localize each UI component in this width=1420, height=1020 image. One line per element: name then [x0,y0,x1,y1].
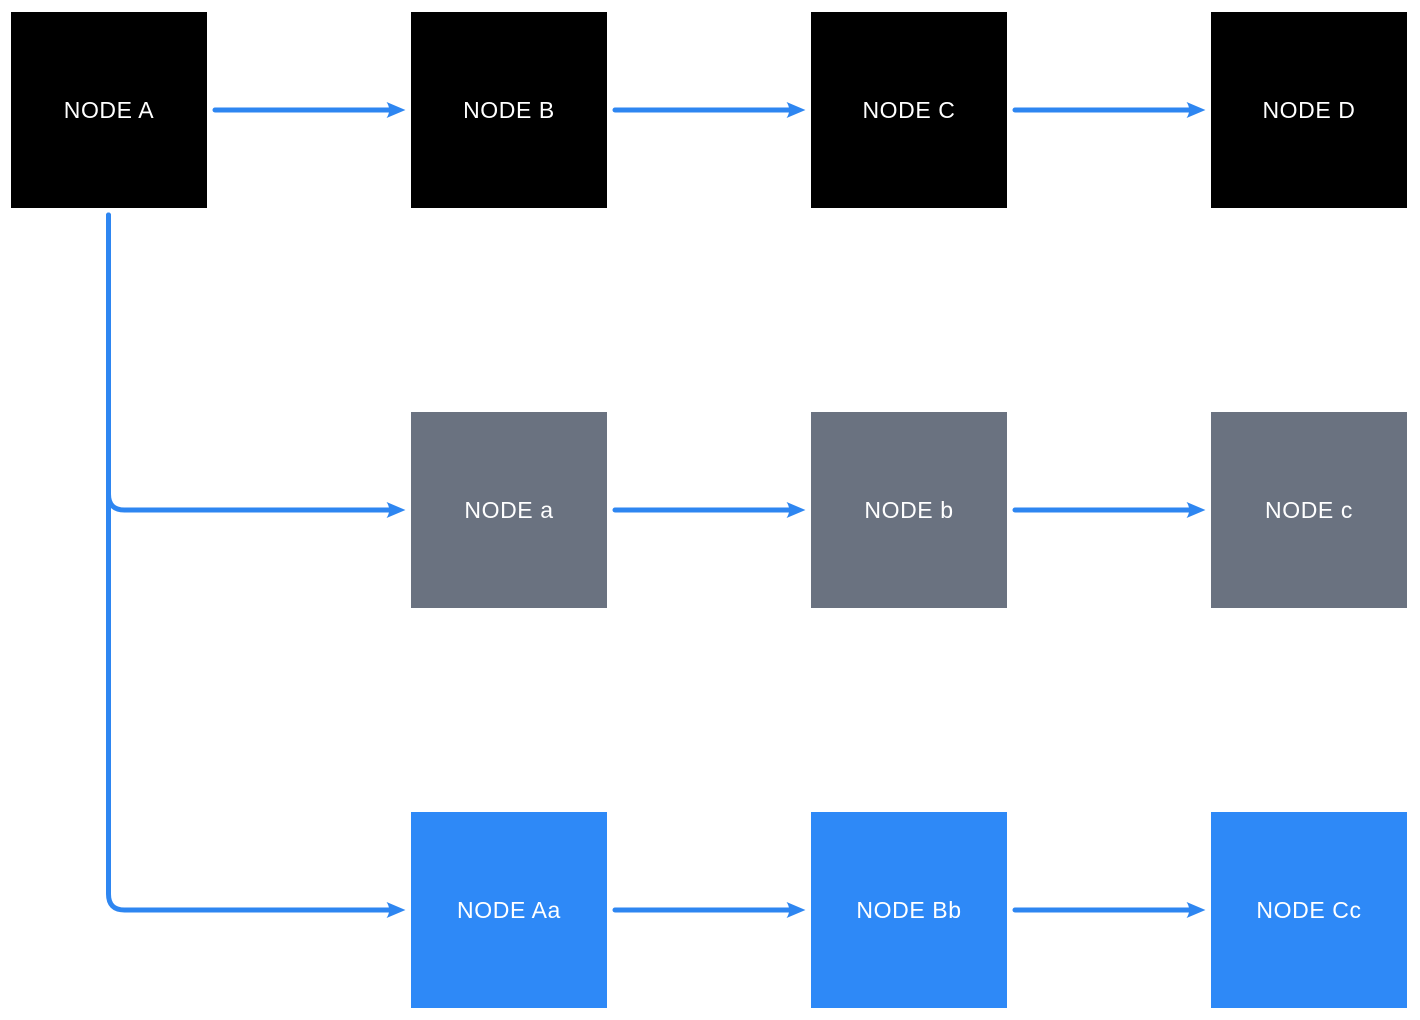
node-aa-label: NODE Aa [457,896,561,923]
node-a-lower: NODE a [411,412,607,608]
node-b-lower: NODE b [811,412,1007,608]
node-c-lower-label: NODE c [1265,496,1353,523]
node-c-label: NODE C [862,96,956,123]
node-cc-label: NODE Cc [1256,896,1362,923]
node-c: NODE C [811,12,1007,208]
node-d-label: NODE D [1262,96,1356,123]
node-d: NODE D [1211,12,1407,208]
node-b-label: NODE B [463,96,555,123]
node-bb: NODE Bb [811,812,1007,1008]
node-b-lower-label: NODE b [864,496,954,523]
node-b: NODE B [411,12,607,208]
node-aa: NODE Aa [411,812,607,1008]
node-a: NODE A [11,12,207,208]
node-a-lower-label: NODE a [464,496,554,523]
node-c-lower: NODE c [1211,412,1407,608]
node-cc: NODE Cc [1211,812,1407,1008]
edge-node-a-to-node-a-lower [106,212,406,519]
edge-node-a-to-node-aa [106,212,406,919]
node-a-label: NODE A [63,96,155,123]
node-bb-label: NODE Bb [856,896,962,923]
